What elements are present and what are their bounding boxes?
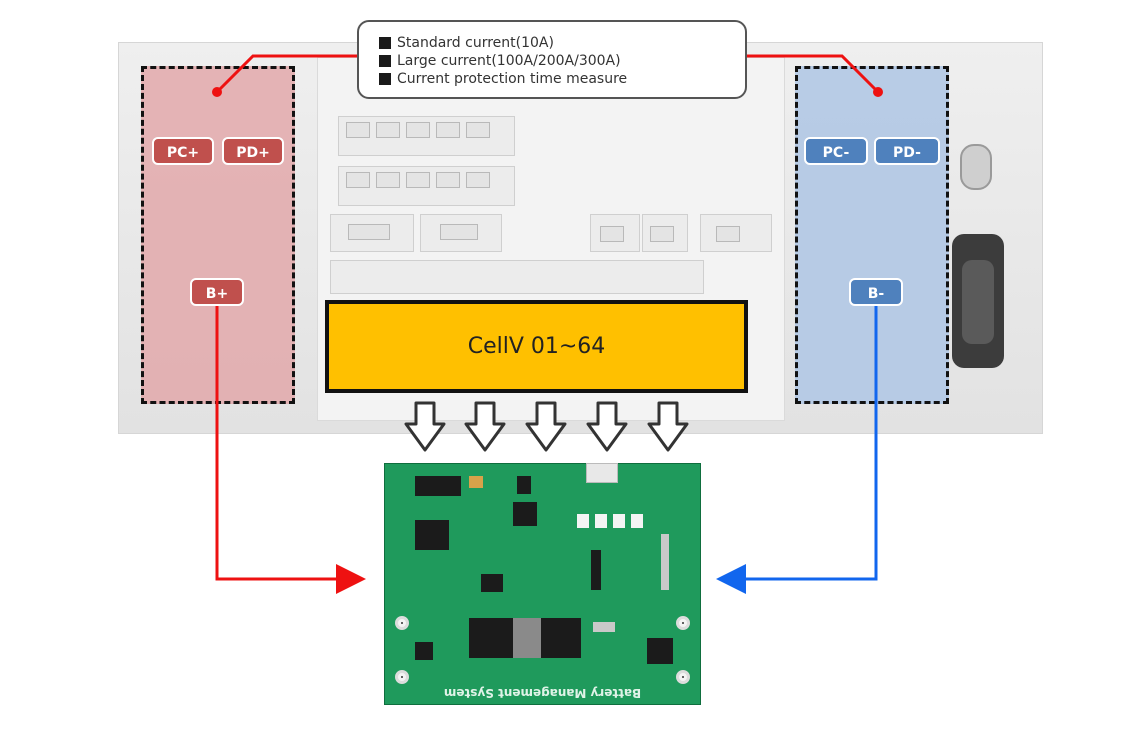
negative-terminal-zone: [795, 66, 949, 404]
rack-slot: [436, 172, 460, 188]
rack-slot: [440, 224, 478, 240]
down-arrow-icon: [586, 401, 628, 452]
terminal-pd-plus: PD+: [222, 137, 284, 165]
terminal-pc-plus: PC+: [152, 137, 214, 165]
legend-item: Standard current(10A): [379, 34, 745, 52]
pcb-connector: [586, 463, 618, 483]
rack-slot: [436, 122, 460, 138]
pcb-pad: [469, 476, 483, 488]
mounting-hole: [676, 670, 690, 684]
b-plus-wire: [215, 305, 366, 594]
legend-box: Standard current(10A) Large current(100A…: [357, 20, 747, 99]
pcb-chip: [415, 476, 461, 496]
legend-item-label: Standard current(10A): [397, 35, 554, 51]
b-minus-wire: [716, 305, 878, 594]
pcb-chip: [415, 642, 433, 660]
pcb-pad: [593, 622, 615, 632]
down-arrow-icon: [464, 401, 506, 452]
bms-pcb: Battery Management System: [384, 463, 701, 705]
down-arrow-icon: [525, 401, 567, 452]
rack-knob: [960, 144, 992, 190]
legend-leader-right: [746, 54, 880, 94]
rack-module: [642, 214, 688, 252]
rack-slot: [376, 122, 400, 138]
pcb-pad: [631, 514, 643, 528]
pcb-chip: [517, 476, 531, 494]
pcb-pad: [595, 514, 607, 528]
legend-leader-left-dot: [212, 87, 222, 97]
terminal-b-plus: B+: [190, 278, 244, 306]
legend-item-label: Current protection time measure: [397, 71, 628, 87]
pcb-chip: [647, 638, 673, 664]
rack-slot: [716, 226, 740, 242]
pcb-shunt: [513, 618, 541, 658]
mounting-hole: [676, 616, 690, 630]
pcb-chip: [481, 574, 503, 592]
pcb-label: Battery Management System: [443, 686, 642, 700]
pcb-header: [661, 534, 669, 590]
rack-slot: [406, 172, 430, 188]
legend-item: Current protection time measure: [379, 70, 745, 88]
rack-slot: [376, 172, 400, 188]
legend-item: Large current(100A/200A/300A): [379, 52, 745, 70]
pcb-pad: [613, 514, 625, 528]
rack-slot: [406, 122, 430, 138]
mounting-hole: [395, 616, 409, 630]
cell-voltage-label: CellV 01~64: [467, 334, 606, 359]
legend-leader-left: [215, 54, 358, 94]
legend-item-label: Large current(100A/200A/300A): [397, 53, 621, 69]
terminal-pc-minus: PC-: [804, 137, 868, 165]
pcb-pad: [577, 514, 589, 528]
rack-slot: [346, 122, 370, 138]
rack-slot: [466, 172, 490, 188]
rack-slot: [600, 226, 624, 242]
rack-slot: [650, 226, 674, 242]
terminal-b-minus: B-: [849, 278, 903, 306]
rack-handle-grip: [962, 260, 994, 344]
rack-slot: [346, 172, 370, 188]
square-bullet-icon: [379, 55, 391, 67]
rack-slot: [466, 122, 490, 138]
rack-module: [330, 260, 704, 294]
down-arrow-icon: [647, 401, 689, 452]
down-arrow-icon: [404, 401, 446, 452]
rack-handle: [952, 234, 1004, 368]
rack-slot: [348, 224, 390, 240]
pcb-chip: [513, 502, 537, 526]
square-bullet-icon: [379, 37, 391, 49]
mounting-hole: [395, 670, 409, 684]
square-bullet-icon: [379, 73, 391, 85]
terminal-pd-minus: PD-: [874, 137, 940, 165]
pcb-chip: [415, 520, 449, 550]
pcb-chip: [591, 550, 601, 590]
cell-voltage-block: CellV 01~64: [325, 300, 748, 393]
pcb-inductor: [541, 618, 581, 658]
legend-leader-right-dot: [873, 87, 883, 97]
pcb-inductor: [469, 618, 517, 658]
